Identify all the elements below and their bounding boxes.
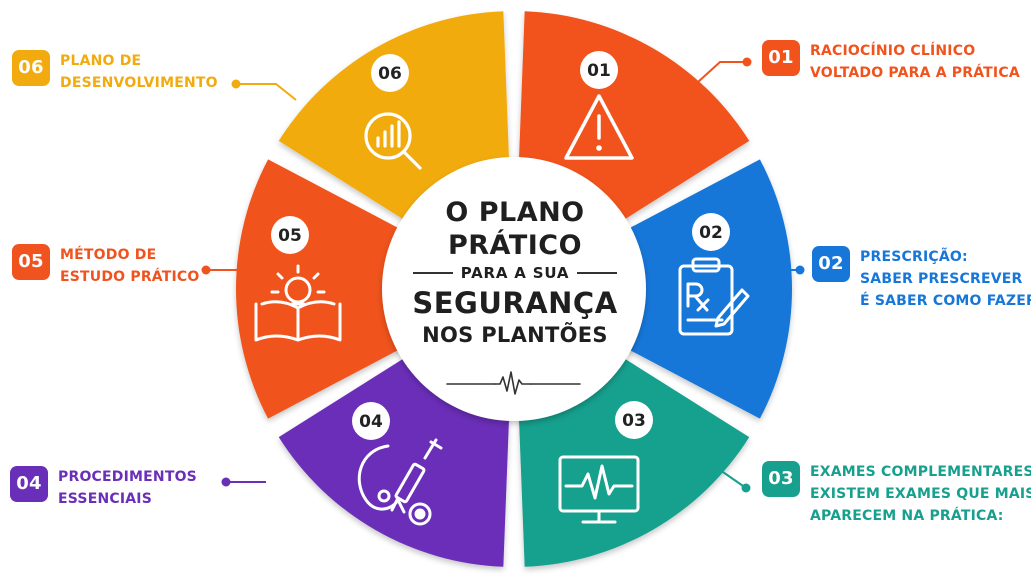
center-subtitle-row: PARA A SUA xyxy=(395,264,635,282)
center-title-line2: PRÁTICO xyxy=(447,230,583,261)
segment-number-06: 06 xyxy=(371,54,409,92)
connector-04 xyxy=(221,477,266,487)
segment-number-02: 02 xyxy=(692,213,730,251)
badge-04: 04 xyxy=(10,466,48,502)
badge-06: 06 xyxy=(12,50,50,86)
label-03: 03 EXAMES COMPLEMENTARES: EXISTEM EXAMES… xyxy=(762,461,1031,527)
badge-03: 03 xyxy=(762,461,800,497)
label-05: 05 MÉTODO DE ESTUDO PRÁTICO xyxy=(12,244,200,288)
connector-03 xyxy=(719,469,751,493)
segment-number-05: 05 xyxy=(271,216,309,254)
segment-number-04: 04 xyxy=(352,402,390,440)
divider-left xyxy=(412,272,453,274)
lightbulb-book-icon xyxy=(254,264,342,342)
connector-02 xyxy=(760,265,805,275)
label-05-text: MÉTODO DE ESTUDO PRÁTICO xyxy=(60,247,200,285)
label-02-text: PRESCRIÇÃO: SABER PRESCREVER É SABER COM… xyxy=(860,249,1031,309)
label-04-text: PROCEDIMENTOS ESSENCIAIS xyxy=(58,469,197,507)
label-03-text: EXAMES COMPLEMENTARES: EXISTEM EXAMES QU… xyxy=(810,464,1031,524)
svg-text:02: 02 xyxy=(699,223,723,243)
center-title: O PLANO PRÁTICO PARA A SUA SEGURANÇA NOS… xyxy=(395,196,635,349)
segment-04 xyxy=(278,354,510,567)
heart-monitor-icon xyxy=(558,455,640,524)
label-06-text: PLANO DE DESENVOLVIMENTO xyxy=(60,53,218,91)
svg-text:05: 05 xyxy=(278,226,302,246)
center-title-line4: SEGURANÇA xyxy=(412,286,618,320)
segment-01 xyxy=(518,11,750,224)
badge-01: 01 xyxy=(762,40,800,76)
svg-text:01: 01 xyxy=(587,61,611,81)
segment-02 xyxy=(621,159,792,419)
svg-text:06: 06 xyxy=(378,64,402,84)
segment-06 xyxy=(278,11,510,224)
chart-magnifier-icon xyxy=(364,112,422,170)
divider-right xyxy=(577,272,618,274)
center-title-line1: O PLANO xyxy=(445,197,585,228)
svg-text:04: 04 xyxy=(359,412,383,432)
center-subtitle: PARA A SUA xyxy=(460,264,570,282)
segment-number-03: 03 xyxy=(615,401,653,439)
center-ecg-icon xyxy=(446,371,581,395)
warning-triangle-icon xyxy=(564,94,634,160)
segment-03 xyxy=(518,354,750,567)
connector-01 xyxy=(697,57,752,83)
badge-02: 02 xyxy=(812,246,850,282)
prescription-clipboard-icon xyxy=(678,257,750,336)
center-circle xyxy=(382,157,646,421)
label-04: 04 PROCEDIMENTOS ESSENCIAIS xyxy=(10,466,197,510)
label-01: 01 RACIOCÍNIO CLÍNICO VOLTADO PARA A PRÁ… xyxy=(762,40,1020,84)
label-02: 02 PRESCRIÇÃO: SABER PRESCREVER É SABER … xyxy=(812,246,1031,312)
connector-05 xyxy=(201,265,240,275)
syringe-stethoscope-icon xyxy=(357,438,443,526)
svg-text:03: 03 xyxy=(622,411,646,431)
center-title-line5: NOS PLANTÕES xyxy=(422,323,608,347)
segment-number-01: 01 xyxy=(580,51,618,89)
connector-06 xyxy=(231,79,297,101)
label-01-text: RACIOCÍNIO CLÍNICO VOLTADO PARA A PRÁTIC… xyxy=(810,43,1020,81)
badge-05: 05 xyxy=(12,244,50,280)
label-06: 06 PLANO DE DESENVOLVIMENTO xyxy=(12,50,218,94)
